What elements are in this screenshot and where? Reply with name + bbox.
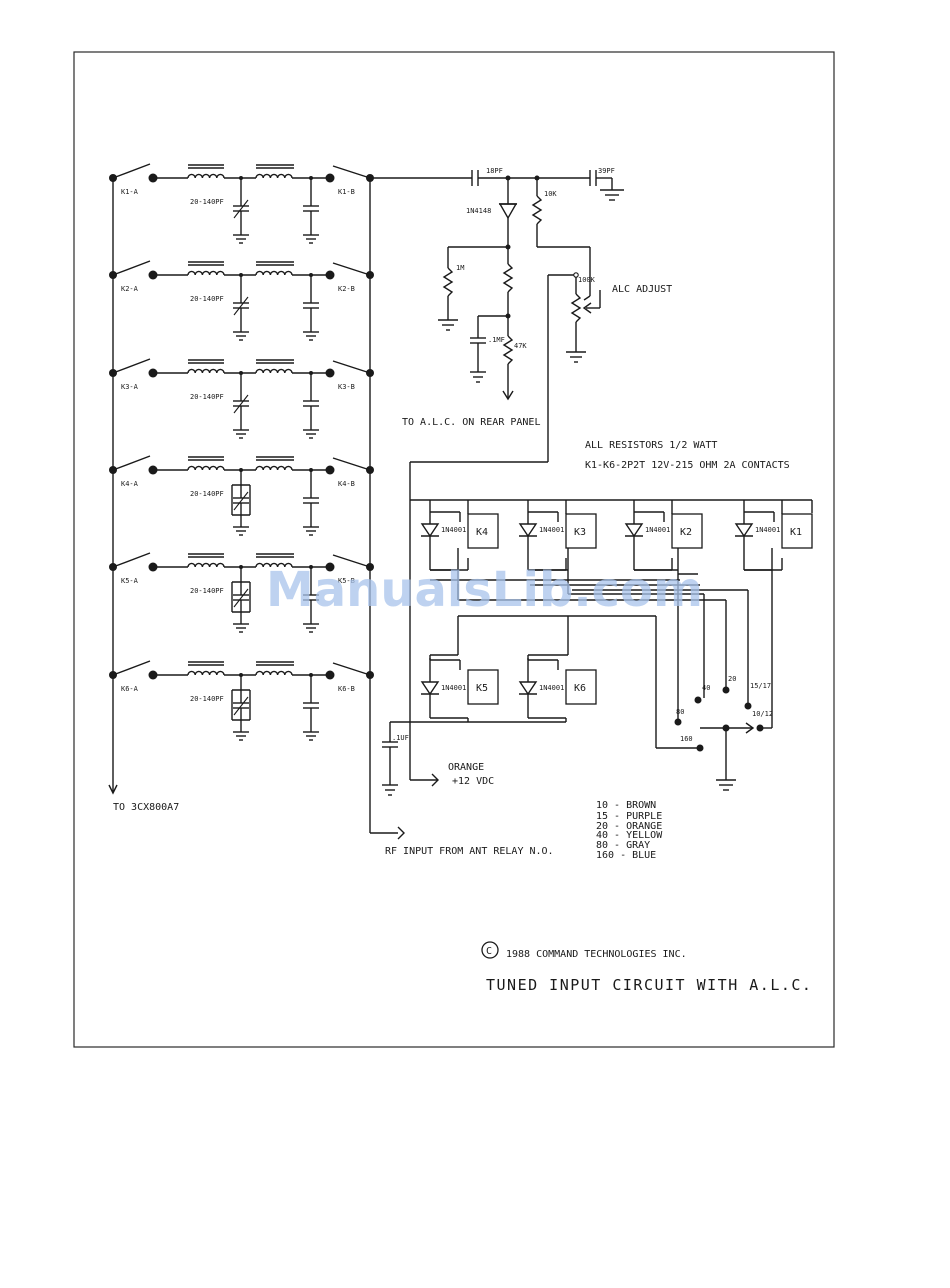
relay-a-label-2: K2-A [121,285,139,293]
filter-rows [109,163,374,741]
trimmer-label-6: 20-140PF [190,695,224,703]
relay-coil-k2-diode-label: 1N4001 [645,526,670,534]
relay-coil-k4-diode-label: 1N4001 [441,526,466,534]
relay-coil-k4-label: K4 [476,527,488,538]
wire-color-legend: 10 - BROWN 15 - PURPLE 20 - ORANGE 40 - … [596,800,663,861]
wire-color-10: 10 - BROWN [596,800,656,811]
relay-coil-k6: K6 1N4001 [518,658,597,719]
relay-coil-k4: K4 1N4001 [420,500,499,571]
relay-coil-k3-diode-label: 1N4001 [539,526,564,534]
label-alc-adjust: ALC ADJUST [612,284,672,295]
label-band-15-17: 15/17 [750,682,771,690]
label-relay-spec: K1-K6-2P2T 12V-215 OHM 2A CONTACTS [585,460,790,471]
trimmer-label-5: 20-140PF [190,587,224,595]
wire-color-20: 20 - ORANGE [596,821,662,832]
relay-coil-k6-diode-label: 1N4001 [539,684,564,692]
wire-color-160: 160 - BLUE [596,850,656,861]
label-10k: 10K [544,190,557,198]
filter-row-5 [109,552,374,633]
band-switch [430,573,773,791]
trimmer-label-3: 20-140PF [190,393,224,401]
copyright-text: 1988 COMMAND TECHNOLOGIES INC. [506,949,687,960]
relay-a-label-1: K1-A [121,188,139,196]
trimmer-label-1: 20-140PF [190,198,224,206]
relay-b-label-5: K5-B [338,577,355,585]
relay-a-label-3: K3-A [121,383,139,391]
label-band-80: 80 [676,708,684,716]
copyright-circle [481,941,499,959]
label-rf-input: RF INPUT FROM ANT RELAY N.O. [385,846,554,857]
trimmer-label-4: 20-140PF [190,490,224,498]
relay-coil-k1: K1 1N4001 [734,500,813,571]
trimmer-label-2: 20-140PF [190,295,224,303]
label-12vdc: +12 VDC [452,776,494,787]
label-orange: ORANGE [448,762,484,773]
page-border [73,51,835,1048]
relay-b-label-3: K3-B [338,383,355,391]
label-18pf: 18PF [486,167,503,175]
label-all-resistors: ALL RESISTORS 1/2 WATT [585,440,717,451]
wire-color-80: 80 - GRAY [596,840,650,851]
relay-b-label-1: K1-B [338,188,355,196]
label-1m: 1M [456,264,464,272]
alc-network [438,170,624,462]
filter-row-2 [109,260,374,341]
wire-color-15: 15 - PURPLE [596,811,662,822]
diagram-title: TUNED INPUT CIRCUIT WITH A.L.C. [486,976,812,994]
filter-row-6 [109,660,374,741]
row-labels: K1-A K1-B 20-140PF K2-A K2-B 20-140PF K3-A K3-B… [121,188,355,703]
label-band-160: 160 [680,735,693,743]
label-1uf: .1UF [392,734,409,742]
copyright-symbol: C [486,946,492,957]
filter-row-4 [109,455,374,536]
wire-color-40: 40 - YELLOW [596,830,663,841]
watermark: ManualsLib.com [266,562,703,618]
relay-a-label-4: K4-A [121,480,139,488]
relay-coil-k5-label: K5 [476,683,488,694]
label-100k: 100K [578,276,596,284]
relay-coil-k2: K2 1N4001 [624,500,703,571]
relay-b-label-2: K2-B [338,285,355,293]
label-to-tube: TO 3CX800A7 [113,802,179,813]
relay-coil-k3-label: K3 [574,527,586,538]
filter-row-1 [109,163,374,244]
relay-coil-k5: K5 1N4001 [420,658,499,719]
label-47k: 47K [514,342,527,350]
relay-coil-k3: K3 1N4001 [518,500,597,571]
filter-row-3 [109,358,374,439]
relay-control [382,461,812,796]
relay-coil-k1-diode-label: 1N4001 [755,526,780,534]
label-band-40: 40 [702,684,710,692]
relay-a-label-6: K6-A [121,685,139,693]
relay-a-label-5: K5-A [121,577,139,585]
relay-coil-k6-label: K6 [574,683,586,694]
label-1n4148: 1N4148 [466,207,491,215]
relay-coil-k2-label: K2 [680,527,692,538]
relay-coil-k1-label: K1 [790,527,802,538]
label-to-alc: TO A.L.C. ON REAR PANEL [402,417,540,428]
label-39pf: 39PF [598,167,615,175]
label-band-20: 20 [728,675,736,683]
label-band-10-12: 10/12 [752,710,773,718]
main-buses [108,177,472,840]
label-1mf: .1MF [488,336,505,344]
relay-coil-k5-diode-label: 1N4001 [441,684,466,692]
relay-b-label-4: K4-B [338,480,355,488]
relay-b-label-6: K6-B [338,685,355,693]
